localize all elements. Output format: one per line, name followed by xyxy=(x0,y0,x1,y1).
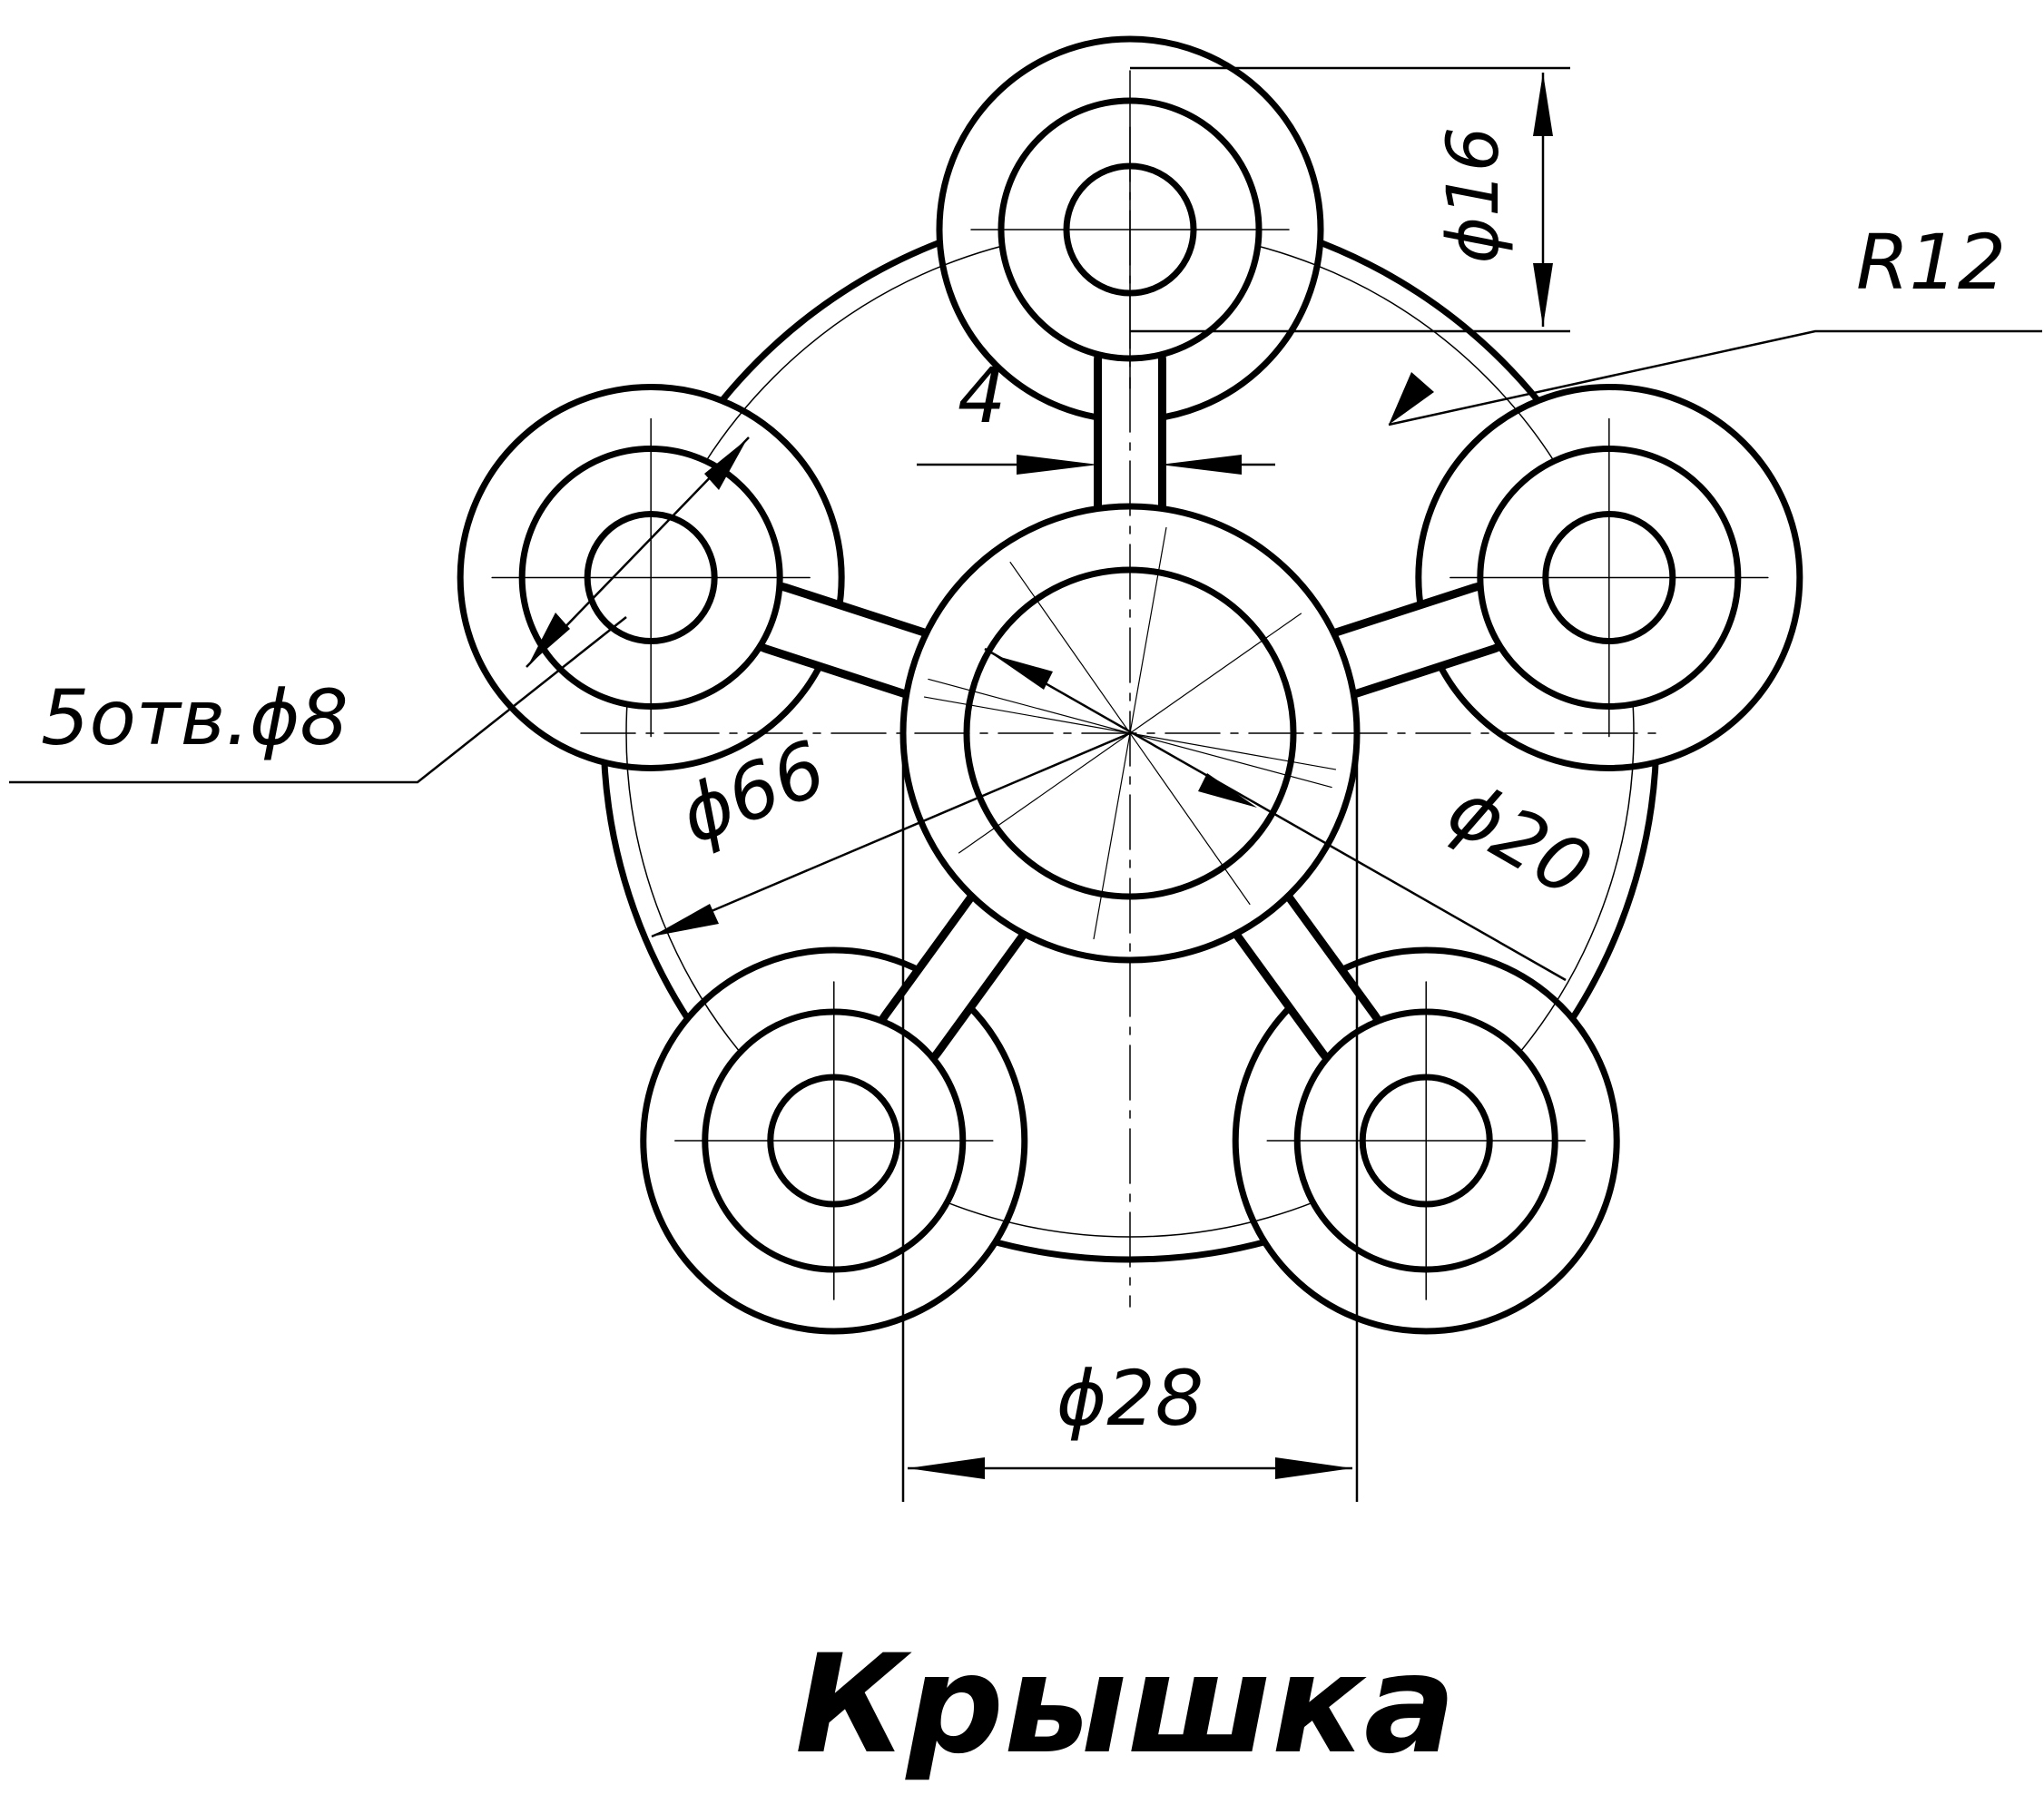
dimension-lines xyxy=(9,66,2042,1502)
phi20-arrow-lower xyxy=(1198,773,1257,808)
arrowheads xyxy=(528,73,1553,1479)
r12-label: R12 xyxy=(1856,218,2006,307)
phi28-arrow-left xyxy=(908,1457,985,1479)
phi20-arrow-upper xyxy=(994,655,1053,690)
rib-arrow-right xyxy=(1160,455,1242,475)
phi28-arrow-right xyxy=(1275,1457,1352,1479)
phi28-label: ϕ28 xyxy=(1056,1354,1204,1443)
holes-arrow-outer xyxy=(528,613,570,665)
holes-arrow-inner xyxy=(704,439,747,490)
r12-arrow xyxy=(1389,372,1434,425)
holes-callout-label: 5отв.ϕ8 xyxy=(41,673,349,762)
phi20-label: ϕ20 xyxy=(1434,764,1607,915)
drawing-title: Крышка xyxy=(795,1626,1456,1784)
rib-arrow-left xyxy=(1017,455,1098,475)
rib-inner-3 xyxy=(1234,888,1377,1063)
part-geometry xyxy=(457,35,1803,1335)
rib-inner-5 xyxy=(748,590,943,691)
phi16-label: ϕ16 xyxy=(1433,127,1515,264)
rib-width-label: 4 xyxy=(958,351,1006,440)
r12-leader xyxy=(1388,329,2042,427)
rib-inner-2 xyxy=(1317,590,1512,691)
holes-callout-leader xyxy=(9,616,627,784)
phi66-dimension-line xyxy=(651,731,1131,938)
phi66-arrow xyxy=(652,904,719,936)
rib-inner-4 xyxy=(883,888,1026,1063)
phi20-dimension-line xyxy=(984,647,1567,982)
phi16-arrow-bottom xyxy=(1533,263,1553,327)
phi16-arrow-top xyxy=(1533,73,1553,136)
